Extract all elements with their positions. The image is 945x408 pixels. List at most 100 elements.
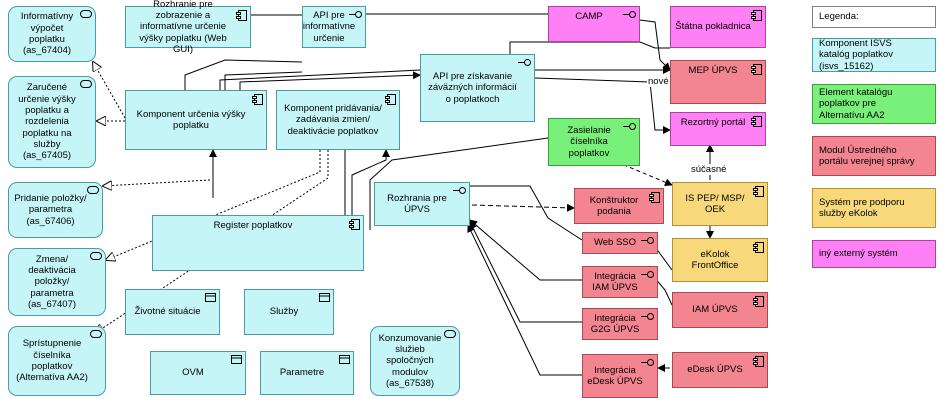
module-edesk-upvs: eDesk ÚPVS: [672, 352, 768, 388]
node-label: Integrácia IAM ÚPVS: [592, 270, 638, 293]
node-label: IS PEP/ MSP/ OEK: [685, 192, 745, 215]
node-label: OVM: [182, 367, 204, 379]
edge-rozhrania-zasielanie: [369, 137, 549, 230]
data-object-icon: [205, 293, 216, 302]
interface-icon: [641, 359, 654, 366]
node-label: CAMP: [575, 11, 603, 22]
service-zarucene-urcenie: Zaručené určenie výšky poplatku a rozdel…: [8, 76, 96, 168]
service-zmena-deaktivacia: Zmena/ deaktivácia položky/ parametra (a…: [8, 248, 106, 316]
interface-integracia-edesk: Integrácia eDesk ÚPVS: [582, 354, 658, 398]
component-icon: [753, 242, 764, 253]
component-rozhranie-gui: Rozhranie pre zobrazenie a informatívne …: [125, 0, 251, 55]
component-icon: [753, 356, 764, 367]
edge-edesk-rozhrania: [467, 224, 582, 376]
component-icon: [751, 10, 762, 21]
node-label: Komponent pridávania/ zadávania zmien/ d…: [284, 102, 382, 137]
data-object-ovm: OVM: [150, 351, 246, 395]
interface-api-informativne: API pre informatívne určenie: [302, 6, 366, 48]
node-label: Zaručené určenie výšky poplatku a rozdel…: [18, 82, 76, 162]
component-pridavania: Komponent pridávania/ zadávania zmien/ d…: [276, 90, 400, 150]
system-is-pep: IS PEP/ MSP/ OEK: [672, 182, 768, 226]
system-ekolok-frontoffice: eKolok FrontOffice: [672, 238, 768, 282]
node-label: MEP ÚPVS: [688, 65, 738, 76]
interface-integracia-g2g: Integrácia G2G ÚPVS: [582, 308, 658, 340]
edge-label-nove: nové: [647, 76, 670, 87]
service-icon: [87, 186, 99, 194]
element-zasielanie-ciselnika: Zasielanie číselníka poplatkov: [548, 118, 640, 166]
node-label: Rozhranie pre zobrazenie a informatívne …: [139, 0, 227, 56]
component-icon: [751, 116, 762, 127]
interface-icon: [518, 59, 531, 66]
legend-item-isvs: Komponent ISVS katalóg poplatkov (isvs_1…: [812, 38, 936, 72]
interface-integracia-iam: Integrácia IAM ÚPVS: [582, 266, 658, 298]
node-label: Register poplatkov: [213, 220, 293, 231]
edge-label-sucasne: súčasné: [690, 164, 728, 175]
service-icon: [444, 330, 456, 338]
external-camp: CAMP: [548, 6, 640, 42]
data-object-icon: [339, 355, 350, 364]
edge-urcenie-api-inf2: [184, 59, 303, 90]
component-icon: [753, 296, 764, 307]
edge-gui-link: [239, 71, 421, 90]
edge-urcenie-api-zavazne: [219, 69, 421, 90]
interface-icon: [453, 187, 466, 194]
node-label: Pridanie položky/ parametra (as_67406): [14, 192, 87, 227]
interface-icon: [349, 11, 362, 18]
component-icon: [751, 64, 762, 75]
edge-urcenie-api-informativne: [224, 71, 303, 90]
node-label: Zasielanie číselníka poplatkov: [567, 124, 611, 159]
legend-item-upvs: Modul Ústredného portálu verejnej správy: [812, 136, 936, 176]
node-label: IAM ÚPVS: [692, 304, 738, 316]
edge-zavazne-rezortny: [534, 77, 671, 134]
component-icon: [349, 219, 360, 230]
node-label: Zmena/ deaktivácia položky/ parametra (a…: [27, 253, 77, 311]
legend-item-text: Element katalógu poplatkov pre Alternatí…: [819, 86, 893, 121]
node-label: Komponent určenia výšky poplatku: [136, 108, 246, 131]
interface-rozhrania-upvs: Rozhrania pre ÚPVS: [374, 182, 470, 226]
legend-item-external: iný externý systém: [812, 240, 936, 268]
interface-icon: [623, 123, 636, 130]
component-icon: [753, 186, 764, 197]
node-label: eDesk ÚPVS: [687, 364, 743, 376]
edge-zavazne-pokladnica: [509, 41, 670, 62]
legend-item-ekolok: Systém pre podporu služby eKolok: [812, 188, 936, 228]
interface-icon: [641, 237, 654, 244]
node-label: Integrácia G2G ÚPVS: [590, 312, 640, 335]
edge-iam-rozhrania: [469, 219, 582, 281]
component-urcenia-vysky: Komponent určenia výšky poplatku: [125, 90, 267, 150]
edge-realization-informativny: [93, 62, 126, 119]
node-label: Parametre: [279, 367, 325, 379]
node-label: Rozhrania pre ÚPVS: [387, 192, 447, 215]
data-object-icon: [319, 293, 330, 302]
external-statna-pokladnica: Štátna pokladnica: [670, 6, 766, 48]
edge-realization-pridanie: [103, 179, 211, 186]
component-icon: [649, 192, 660, 203]
node-label: Životné situácie: [134, 306, 201, 318]
node-label: Web SSO: [593, 237, 637, 249]
edge-zasielanie-pridavanie: [351, 149, 390, 215]
service-informativny-vypocet: Informatívny výpočet poplatku (as_67404): [8, 6, 96, 62]
interface-icon: [641, 313, 654, 320]
node-label: Rezortný portál: [680, 117, 746, 128]
node-label: API pre získavanie záväzných informácií …: [428, 70, 517, 105]
node-label: Sprístupnenie číselníka poplatkov (Alter…: [16, 338, 88, 384]
service-icon: [90, 330, 102, 338]
legend-item-text: Modul Ústredného portálu verejnej správy: [819, 144, 915, 167]
legend-item-text: Komponent ISVS katalóg poplatkov (isvs_1…: [819, 37, 893, 72]
external-rezortny-portal: Rezortný portál: [670, 112, 766, 146]
service-icon: [80, 80, 92, 88]
node-label: Štátna pokladnica: [675, 21, 751, 33]
component-icon: [385, 94, 396, 105]
service-icon: [90, 252, 102, 260]
service-icon: [80, 10, 92, 18]
module-konstruktor-podania: Konštruktor podania: [574, 188, 664, 224]
component-icon: [252, 94, 263, 105]
module-mep-upvs: MEP ÚPVS: [670, 60, 766, 104]
edge-rozhrania-konstruktor: [471, 203, 575, 212]
interface-web-sso: Web SSO: [582, 232, 658, 254]
legend-item-text: Systém pre podporu služby eKolok: [819, 196, 905, 219]
node-label: Konštruktor podania: [589, 194, 639, 217]
legend-item-aa2: Element katalógu poplatkov pre Alternatí…: [812, 84, 936, 124]
node-label: API pre informatívne určenie: [302, 9, 356, 44]
interface-api-zavazne: API pre získavanie záväzných informácií …: [420, 54, 535, 122]
